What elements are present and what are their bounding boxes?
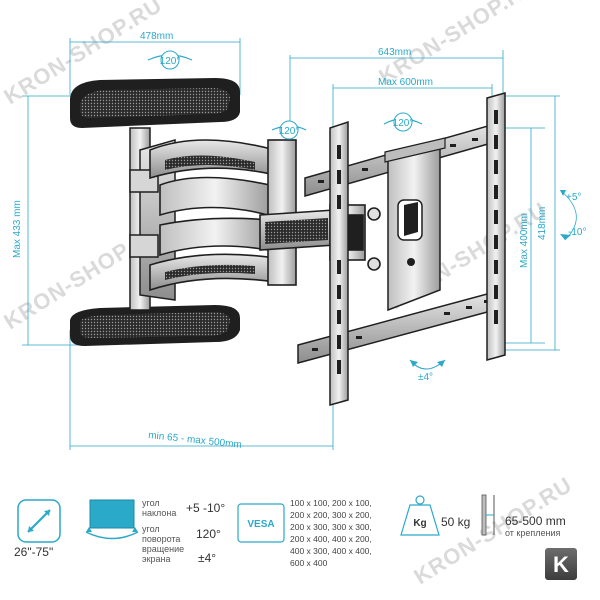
dim-overall-width: 643mm xyxy=(378,47,411,58)
dim-max-vesa-height: Max 400mm xyxy=(519,213,530,268)
weight-spec: Kg 50 kg xyxy=(400,495,470,536)
vesa-line-5: 400 x 300, 400 x 400, xyxy=(290,546,372,556)
dim-arm-width: 478mm xyxy=(140,31,173,42)
level-value: ±4° xyxy=(198,551,216,565)
spec-row: 26"-75" угол наклона угол поворота враще… xyxy=(14,494,577,580)
swivel-badge-head: 120° xyxy=(383,112,423,132)
wall-distance-icon xyxy=(481,494,487,536)
vesa-line-4: 200 x 400, 400 x 200, xyxy=(290,534,372,544)
screen-size-spec: 26"-75" xyxy=(14,499,61,559)
swing-arms xyxy=(149,139,381,292)
swivel-badge-arm: 120° xyxy=(271,120,307,140)
level-rotation-indicator: ±4° xyxy=(409,359,446,383)
swivel-label-head: 120° xyxy=(393,118,414,129)
swivel-value: 120° xyxy=(196,527,221,541)
dim-tilt-down: -10° xyxy=(568,227,586,238)
weight-badge: Kg xyxy=(413,518,426,529)
weight-value: 50 kg xyxy=(441,515,470,529)
tv-motion-icon xyxy=(85,499,139,540)
tilt-label-line1: угол xyxy=(142,498,160,508)
dim-max-height: Max 433 mm xyxy=(12,200,23,258)
weight-icon xyxy=(400,504,440,536)
wall-distance-spec: 65-500 mm от крепления xyxy=(481,494,566,538)
dim-plate-height: 418mm xyxy=(537,207,548,240)
dim-tilt-up: +5° xyxy=(566,192,581,203)
wall-distance-note: от крепления xyxy=(505,528,561,538)
tilt-label-line2: наклона xyxy=(142,508,176,518)
tilt-arrow-down xyxy=(560,234,571,240)
swivel-label-arm: 120° xyxy=(279,126,300,137)
vesa-spec: VESA 100 x 100, 200 x 100, 200 x 200, 30… xyxy=(237,498,372,568)
vesa-line-6: 600 x 400 xyxy=(290,558,328,568)
vesa-line-2: 200 x 200, 300 x 200, xyxy=(290,510,372,520)
brand-logo-letter: K xyxy=(553,552,569,577)
brand-logo: K xyxy=(545,548,577,580)
screen-size-value: 26"-75" xyxy=(14,545,53,559)
watermark-2: KRON-SHOP.RU xyxy=(374,0,541,89)
swivel-badge-wall: 120° xyxy=(147,50,193,70)
wall-plate xyxy=(70,78,240,346)
level-label-line2: экрана xyxy=(142,554,171,564)
swivel-label-wall: 120° xyxy=(160,56,181,67)
level-label-line1: вращение xyxy=(142,544,184,554)
tv-bracket xyxy=(297,92,506,406)
vesa-line-1: 100 x 100, 200 x 100, xyxy=(290,498,372,508)
diagonal-arrow-icon xyxy=(27,509,51,533)
level-label: ±4° xyxy=(418,372,433,383)
wall-distance-value: 65-500 mm xyxy=(505,514,566,528)
swivel-label-line2: поворота xyxy=(142,534,180,544)
vesa-badge: VESA xyxy=(247,519,274,530)
swivel-label-line1: угол xyxy=(142,524,160,534)
dim-extension: min 65 - max 500mm xyxy=(148,430,243,451)
vesa-line-3: 200 x 300, 300 x 300, xyxy=(290,522,372,532)
dim-max-vesa-width: Max 600mm xyxy=(378,77,433,88)
tilt-value: +5 -10° xyxy=(186,501,225,515)
tilt-arrow-up xyxy=(560,190,566,196)
